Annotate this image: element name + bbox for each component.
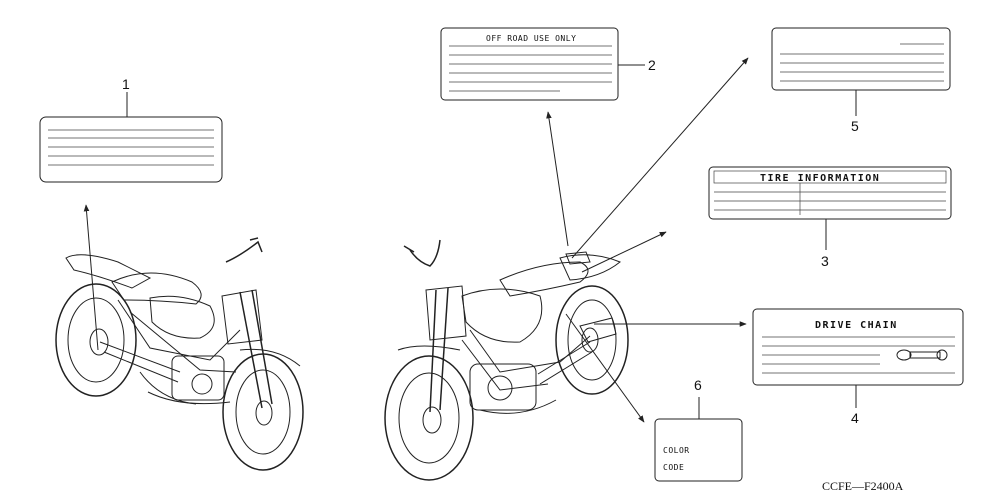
label-2-sticker: OFF ROAD USE ONLY bbox=[440, 27, 619, 101]
label-6-line1: COLOR bbox=[663, 446, 690, 455]
label-3-sticker: TIRE INFORMATION bbox=[708, 166, 952, 220]
callout-number-5: 5 bbox=[851, 118, 859, 134]
diagram-code: CCFE—F2400A bbox=[822, 479, 904, 493]
callout-number-4: 4 bbox=[851, 410, 859, 426]
label-4-text: DRIVE CHAIN bbox=[815, 320, 898, 331]
motorcycle-right-illustration bbox=[384, 239, 629, 481]
label-3-text: TIRE INFORMATION bbox=[760, 173, 880, 184]
label-6-sticker: COLOR CODE bbox=[654, 418, 743, 482]
callout-number-1: 1 bbox=[122, 76, 130, 92]
label-6-line2: CODE bbox=[663, 463, 684, 472]
chain-adjuster-icon bbox=[896, 349, 948, 361]
callout-number-2: 2 bbox=[648, 57, 656, 73]
label-2-text: OFF ROAD USE ONLY bbox=[486, 34, 576, 43]
label-4-sticker: DRIVE CHAIN bbox=[752, 308, 964, 386]
motorcycle-left-illustration bbox=[55, 237, 304, 471]
callout-number-3: 3 bbox=[821, 253, 829, 269]
label-1-sticker bbox=[39, 116, 223, 183]
label-5-sticker bbox=[771, 27, 951, 91]
callout-number-6: 6 bbox=[694, 377, 702, 393]
